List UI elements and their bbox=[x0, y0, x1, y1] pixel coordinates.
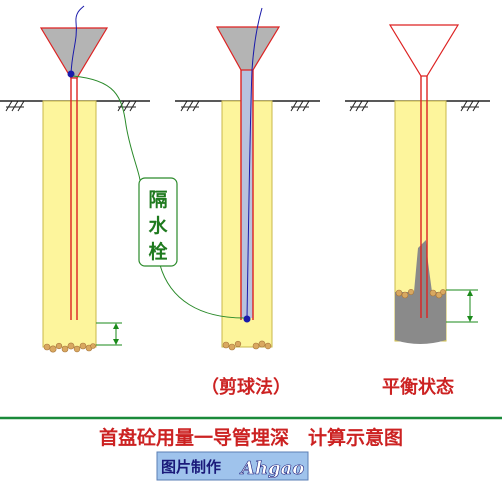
signature-box bbox=[156, 451, 309, 481]
callout-char-3: 栓 bbox=[148, 240, 167, 263]
pile-middle bbox=[175, 7, 320, 351]
plug-ball-left bbox=[67, 70, 75, 78]
ground-hatch-right-a bbox=[349, 100, 369, 112]
callout-leader-bottom bbox=[159, 264, 245, 319]
diagram-title: 首盘砼用量一导管埋深 计算示意图 bbox=[99, 426, 403, 449]
author-signature: 图片制作 Ahgao bbox=[156, 451, 309, 481]
ground-hatch-middle-b bbox=[290, 100, 310, 112]
wire-left bbox=[70, 5, 85, 75]
hopper-middle bbox=[215, 26, 281, 71]
hopper-left bbox=[39, 27, 109, 79]
plug-callout: 隔 水 栓 bbox=[72, 75, 245, 319]
depth-marker-left bbox=[96, 322, 122, 346]
callout-char-1: 隔 bbox=[148, 189, 167, 211]
plug-ball-middle bbox=[243, 315, 251, 323]
caption-right: 平衡状态 bbox=[382, 376, 454, 398]
signature-label: 图片制作 bbox=[161, 458, 221, 476]
callout-char-2: 水 bbox=[148, 215, 168, 237]
ground-hatch-middle-a bbox=[180, 100, 200, 112]
ground-hatch-right-b bbox=[460, 100, 480, 112]
wire-middle bbox=[246, 7, 263, 319]
borehole-left bbox=[42, 100, 97, 348]
gravel-right bbox=[395, 288, 446, 299]
pile-left bbox=[0, 5, 150, 353]
depth-marker-right bbox=[446, 289, 478, 323]
gravel-middle bbox=[222, 340, 272, 351]
callout-leader-top bbox=[72, 75, 141, 181]
signature-script: Ahgao bbox=[239, 458, 304, 479]
callout-box bbox=[138, 177, 178, 267]
pile-right bbox=[345, 24, 490, 344]
ground-hatch-left-a bbox=[5, 100, 25, 112]
gravel-left bbox=[43, 342, 96, 353]
caption-middle: （剪球法） bbox=[201, 376, 291, 398]
ground-hatch-left-b bbox=[117, 100, 137, 112]
hopper-right bbox=[388, 24, 460, 77]
